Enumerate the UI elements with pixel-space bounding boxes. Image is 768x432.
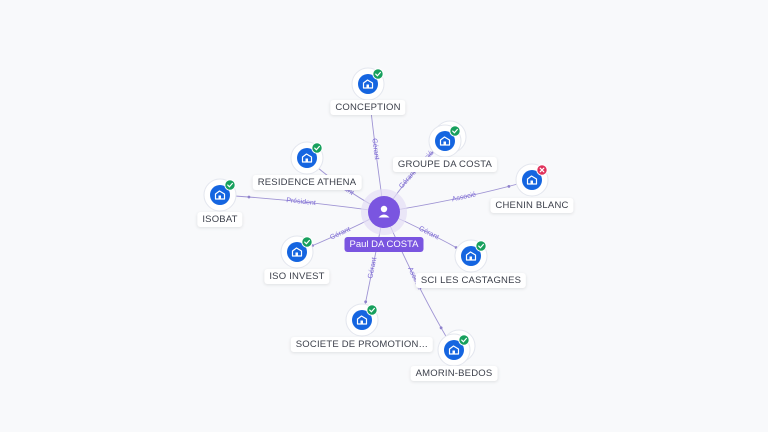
building-icon (356, 315, 368, 325)
center-person-node[interactable] (361, 189, 407, 235)
node-label-amorin[interactable]: AMORIN-BEDOS (410, 366, 498, 381)
node-label-groupe[interactable]: GROUPE DA COSTA (392, 157, 498, 172)
node-label-conception[interactable]: CONCEPTION (330, 100, 406, 115)
node-label-residence[interactable]: RESIDENCE ATHENA (252, 175, 362, 190)
building-icon (301, 153, 313, 163)
building-icon (465, 251, 477, 261)
node-label-isobat[interactable]: ISOBAT (197, 212, 243, 227)
company-node-chenin[interactable] (515, 163, 549, 197)
building-icon (291, 247, 303, 257)
company-node-sci[interactable] (454, 239, 488, 273)
building-icon (526, 175, 538, 185)
check-badge-icon (449, 125, 461, 137)
check-badge-icon (224, 179, 236, 191)
graph-nodes (203, 67, 549, 367)
company-node-amorin[interactable] (437, 329, 476, 367)
company-node-conception[interactable] (351, 67, 385, 101)
building-icon (362, 79, 374, 89)
edge-label-chenin: Associé (451, 191, 477, 203)
check-badge-icon (458, 334, 470, 346)
check-badge-icon (366, 304, 378, 316)
person-icon (378, 205, 390, 218)
edge-label-isobat: Président (286, 197, 316, 207)
edge-arrow (507, 184, 511, 188)
company-node-isobat[interactable] (203, 178, 237, 212)
company-node-societe[interactable] (345, 303, 379, 337)
check-badge-icon (311, 142, 323, 154)
edge-label-conception: Gérant (370, 138, 380, 160)
company-node-residence[interactable] (290, 141, 324, 175)
node-label-sci[interactable]: SCI LES CASTAGNES (415, 273, 527, 288)
edge-arrow (439, 326, 443, 330)
cross-badge-icon (536, 164, 548, 176)
building-icon (214, 190, 226, 200)
check-badge-icon (475, 240, 487, 252)
building-icon (448, 345, 460, 355)
company-node-groupe[interactable] (428, 120, 467, 158)
node-label-isoinvest[interactable]: ISO INVEST (264, 269, 330, 284)
check-badge-icon (301, 236, 313, 248)
center-person-label[interactable]: Paul DA COSTA (344, 237, 424, 252)
edge-arrow (364, 300, 368, 304)
node-label-societe[interactable]: SOCIETE DE PROMOTION… (290, 337, 434, 352)
check-badge-icon (372, 68, 384, 80)
edge-label-societe: Gérant (367, 257, 378, 279)
edge-arrow (247, 195, 251, 199)
building-icon (439, 136, 451, 146)
node-label-chenin[interactable]: CHENIN BLANC (490, 198, 574, 213)
company-node-isoinvest[interactable] (280, 235, 314, 269)
